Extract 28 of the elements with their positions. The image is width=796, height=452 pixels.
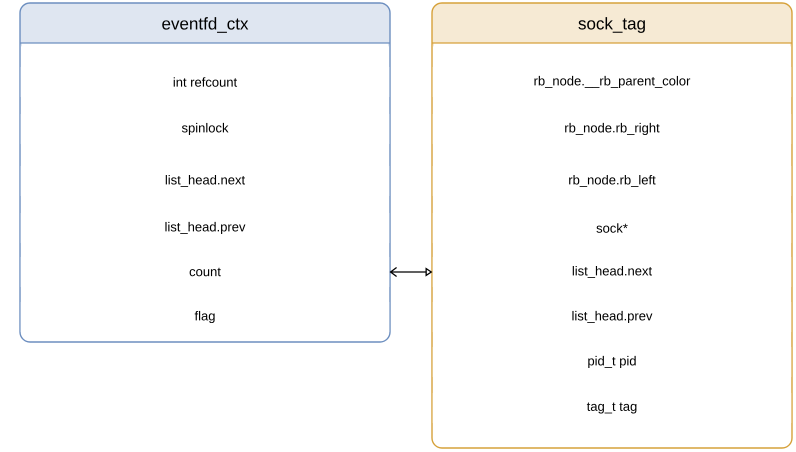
node-label: list_head.next [166,174,246,187]
node-label: tag_t tag [586,402,636,414]
field-row: rb_node.rb_left [432,166,792,196]
node-label: count [190,268,221,276]
node-label: rb_node.__rb_parent_color [534,76,690,88]
node-label: pid_t pid [588,356,636,368]
field-row: spinlock [20,114,390,144]
field-row: flag [20,302,390,332]
node-label: rb_node.rb_right [565,122,660,136]
field-row: list_head.next [432,257,792,287]
field-row: rb_node.rb_right [432,114,792,144]
node-label: spinlock [182,122,229,136]
field-row: pid_t pid [432,347,792,377]
node-label: rb_node.rb_left [569,174,656,187]
field-row: int refcount [20,67,390,97]
node-label: list_head.prev [165,222,246,234]
field-row: rb_node.__rb_parent_color [432,67,792,97]
field-row: list_head.prev [20,213,390,243]
field-row: sock* [432,213,792,243]
field-row: list_head.prev [432,302,792,332]
node-label: sock* [596,223,628,233]
node-label: int refcount [174,77,238,87]
field-row: count [20,257,390,287]
field-row: list_head.next [20,166,390,196]
node-label: flag [194,310,215,324]
node-label: list_head.next [572,266,652,278]
node-label: list_head.prev [572,310,652,324]
field-row: tag_t tag [432,393,792,423]
